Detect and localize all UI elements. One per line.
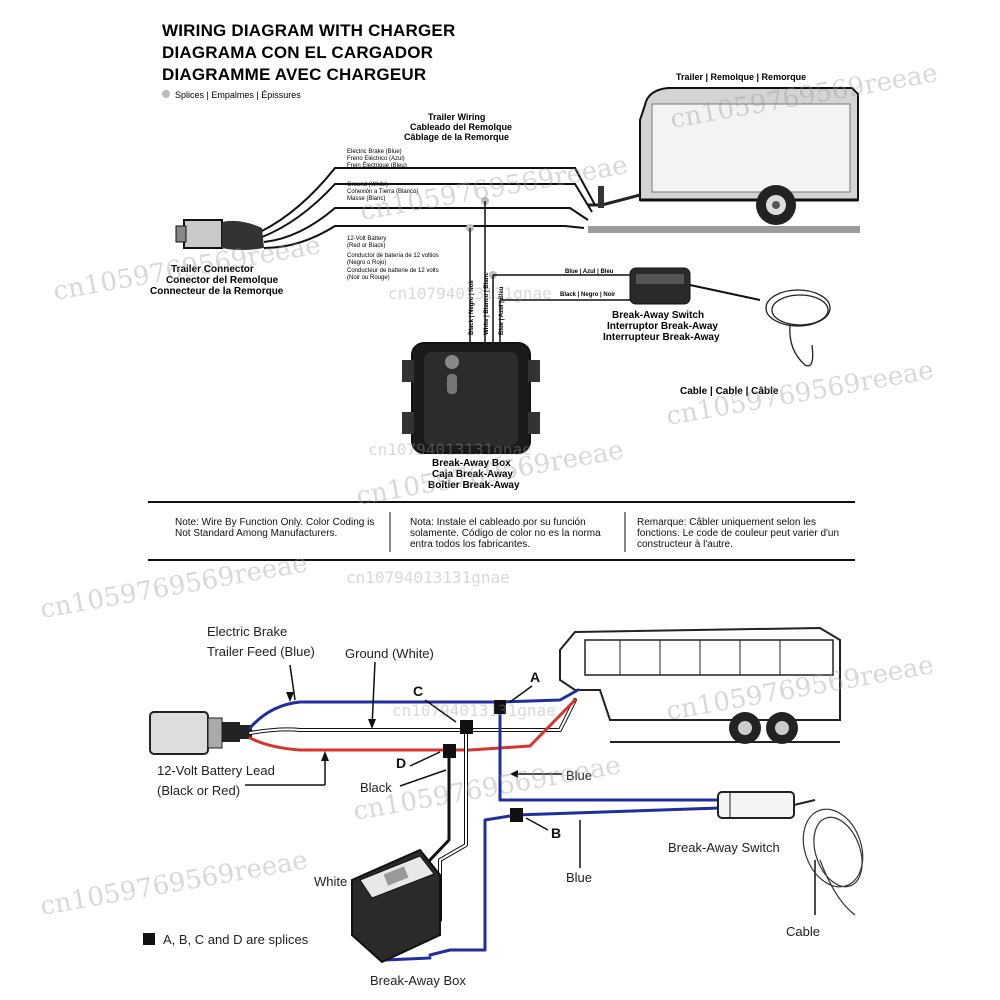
splice-c	[460, 720, 473, 734]
battery-lead-label-line-1: 12-Volt Battery Lead	[157, 763, 275, 778]
splice-dot-icon	[162, 90, 170, 98]
splice-b	[510, 808, 523, 822]
title-line-2: DIAGRAMA CON EL CARGADOR	[162, 43, 433, 62]
trailer-wiring-label-3: Câblage de la Remorque	[404, 132, 509, 142]
electric-brake-label-3: Frein Électrique (Bleu)	[347, 162, 407, 169]
black-wire-label: Black	[360, 780, 392, 795]
breakaway-switch-label-2: Interruptor Break-Away	[607, 321, 718, 332]
splice-letter-d: D	[396, 755, 406, 771]
battery-lead-label-line-2: (Black or Red)	[157, 783, 240, 798]
breakaway-switch-label-3: Interrupteur Break-Away	[603, 332, 720, 343]
splice-legend-swatch	[143, 933, 155, 945]
trailer-connector-icon	[175, 219, 264, 250]
splice-letter-a: A	[530, 669, 540, 685]
cable-label: Cable | Cable | Câble	[680, 386, 779, 397]
white-wire-label: White	[314, 874, 347, 889]
splice-legend-label: A, B, C and D are splices	[163, 932, 309, 947]
splice-a	[494, 700, 506, 714]
breakaway-box-icon	[402, 342, 540, 454]
breakaway-switch-bottom-icon	[717, 791, 816, 819]
splice-letter-c: C	[413, 683, 423, 699]
note-french: Remarque: Câbler uniquement selon les fo…	[637, 517, 840, 550]
bottom-diagram: A B C D Electric Brake Trailer Feed	[143, 624, 864, 988]
cable-coil-icon	[765, 289, 831, 367]
splices-legend: Splices | Empalmes | Épissures	[175, 90, 301, 100]
breakaway-switch-bottom-label: Break-Away Switch	[668, 840, 780, 855]
battery-label-5: Conducteur de batterie de 12 volts	[347, 268, 439, 274]
breakaway-box-label-1: Break-Away Box	[432, 458, 511, 469]
switch-black-label: Black | Negro | Noir	[560, 292, 616, 298]
breakaway-box-label-3: Boîtier Break-Away	[428, 480, 520, 491]
top-diagram: WIRING DIAGRAM WITH CHARGER DIAGRAMA CON…	[148, 21, 860, 561]
electric-brake-label-line-1: Electric Brake	[207, 624, 287, 639]
battery-label-6: (Noir ou Rouge)	[347, 275, 390, 281]
cable-bottom-label: Cable	[786, 924, 820, 939]
ground-label-2: Conexión a Tierra (Blanco)	[347, 189, 418, 195]
bottom-wires	[248, 688, 722, 962]
watermark-9: cn10794013131gnae	[346, 568, 510, 587]
fifth-wheel-trailer-illustration	[559, 626, 841, 744]
title-line-3: DIAGRAMME AVEC CHARGEUR	[162, 65, 426, 84]
breakaway-box-bottom-label: Break-Away Box	[370, 973, 466, 988]
wire-blue-label: Blue | Azul | Bleu	[499, 286, 505, 335]
note-english: Note: Wire By Function Only. Color Codin…	[175, 517, 375, 539]
breakaway-box-bottom-icon	[351, 848, 441, 964]
breakaway-switch-label-1: Break-Away Switch	[612, 310, 704, 321]
battery-label-3: Conductor de batería de 12 voltios	[347, 253, 439, 259]
trailer-plug-icon	[149, 711, 252, 755]
trailer-label: Trailer | Remolque | Remorque	[676, 72, 806, 82]
cable-bottom-icon	[802, 808, 864, 916]
watermark-6: cn10794013131gnae	[368, 440, 532, 459]
splice-letter-b: B	[551, 825, 561, 841]
wire-black-label: Black | Negro | Noir	[469, 279, 475, 335]
watermark-13: cn1059769569reeae	[38, 845, 310, 922]
switch-blue-label: Blue | Azul | Bleu	[565, 269, 614, 275]
note-spanish: Nota: Instale el cableado por su función…	[410, 517, 601, 550]
battery-label-1: 12-Volt Battery	[347, 236, 386, 242]
electric-brake-label-line-2: Trailer Feed (Blue)	[207, 644, 315, 659]
splice-d	[443, 744, 456, 758]
ground-white-label: Ground (White)	[345, 646, 434, 661]
trailer-illustration: Trailer | Remolque | Remorque	[588, 72, 860, 233]
watermark-4: cn10794013131gnae	[388, 284, 552, 303]
watermark-11: cn10794013131gnae	[392, 701, 556, 720]
battery-label-2: (Red or Black)	[347, 243, 385, 249]
trailer-connector-label-2: Conector del Remolque	[166, 275, 279, 286]
title-line-1: WIRING DIAGRAM WITH CHARGER	[162, 21, 455, 40]
battery-label-4: (Negro o Rojo)	[347, 260, 386, 266]
breakaway-switch-icon	[629, 267, 761, 305]
electric-brake-label-2: Freno Eléctrico (Azul)	[347, 156, 405, 162]
ground-label-3: Masse (Blanc)	[347, 196, 385, 202]
top-wiring-harness	[259, 167, 596, 249]
notes-box	[148, 501, 855, 561]
trailer-connector-label-3: Connecteur de la Remorque	[150, 286, 284, 297]
trailer-wiring-label-2: Cableado del Remolque	[410, 122, 512, 132]
trailer-wiring-label-1: Trailer Wiring	[428, 112, 485, 122]
blue-wire-label-1: Blue	[566, 768, 592, 783]
breakaway-box-label-2: Caja Break-Away	[432, 469, 513, 480]
wire-white-label: White | Blanco | Blanc	[484, 272, 490, 335]
trailer-connector-label-1: Trailer Connector	[171, 264, 254, 275]
blue-wire-label-2: Blue	[566, 870, 592, 885]
electric-brake-label-1: Electric Brake (Blue)	[347, 149, 402, 155]
